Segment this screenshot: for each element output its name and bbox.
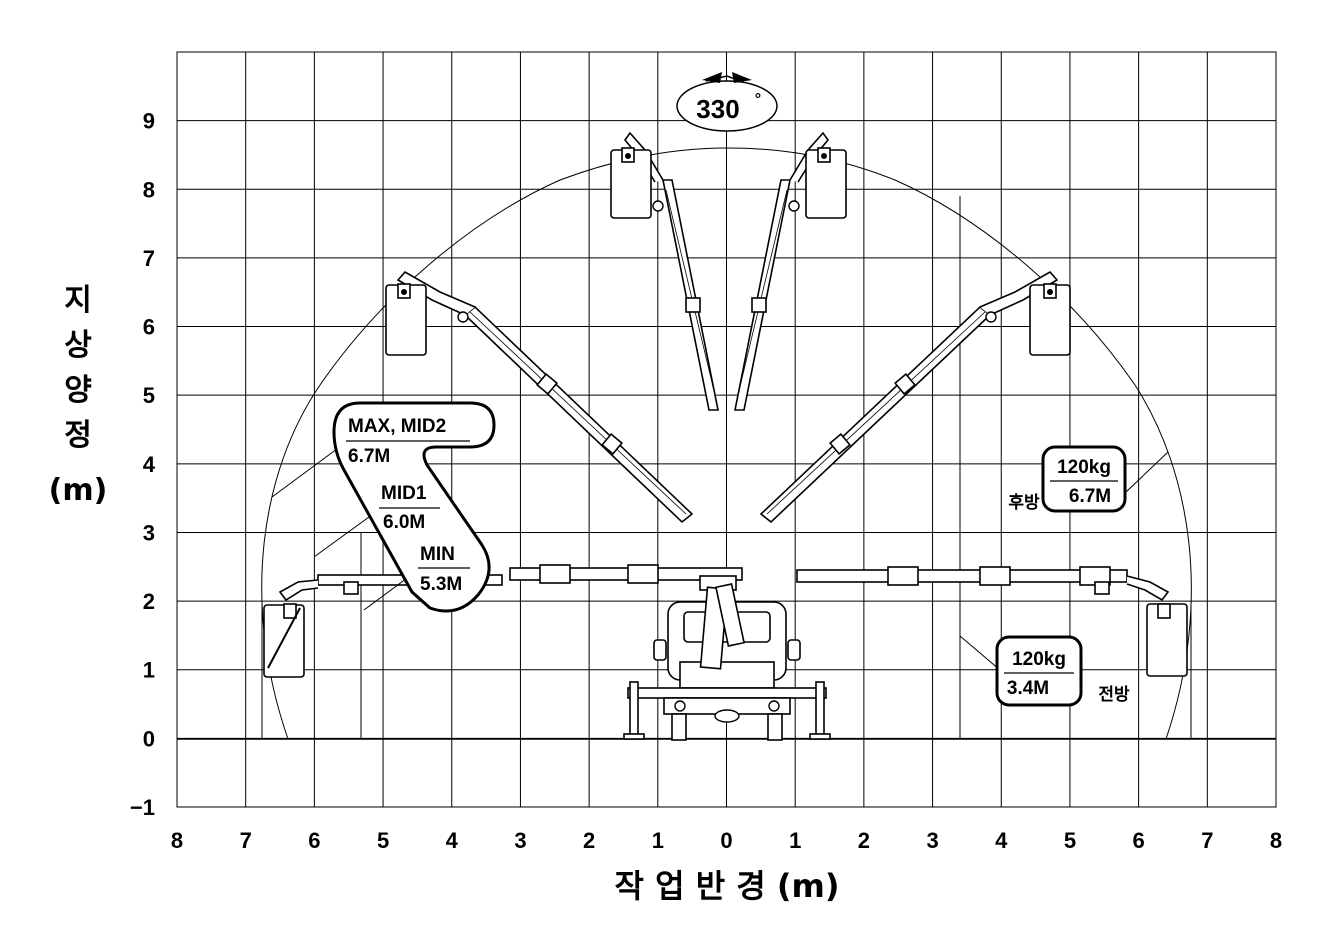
y-tick-label: −1 [130,795,155,820]
rotation-arrow-left-icon [702,72,722,83]
y-title-char-1: 지 [64,283,92,318]
boom-diagonal-left [385,270,694,524]
y-title-char-3: 양 [64,373,92,408]
boom-positions [263,131,1188,678]
x-tick-label: 3 [514,828,526,853]
x-tick-label: 1 [789,828,801,853]
x-tick-label: 8 [1270,828,1282,853]
truck-wheel-right [767,713,783,741]
x-tick-label: 7 [1201,828,1213,853]
outrigger-leg-left [629,681,639,737]
x-tick-label: 2 [858,828,870,853]
x-tick-label: 4 [995,828,1008,853]
x-axis-title: 작 업 반 경 (m) [615,867,840,905]
y-tick-labels: 9 8 7 6 5 4 3 2 1 0 −1 [130,109,156,820]
boom-vertical-left [610,131,719,411]
y-tick-label: 0 [143,726,155,751]
vertical-gridlines [245,52,1208,807]
x-tick-label: 5 [1064,828,1076,853]
y-tick-label: 7 [143,246,155,271]
boom-diagonal-right [759,270,1071,524]
rear-radius: 6.7M [1069,486,1111,507]
boom-horizontal-right [796,566,1188,677]
max-label: MAX, MID2 [348,416,446,437]
radius-callout: MAX, MID2 6.7M MID1 6.0M MIN 5.3M [332,401,496,613]
x-tick-label: 6 [308,828,320,853]
leader-max [271,442,346,498]
y-tick-label: 4 [143,452,156,477]
truck-equipment [679,661,775,689]
x-tick-label: 1 [652,828,664,853]
truck-mirror-right [787,639,801,661]
y-tick-label: 1 [143,658,155,683]
x-tick-labels: 8 7 6 5 4 3 2 1 0 1 2 3 4 5 6 7 8 [171,828,1282,853]
mid1-label: MID1 [381,483,427,504]
x-tick-label: 8 [171,828,183,853]
x-tick-label: 5 [377,828,389,853]
y-tick-label: 5 [143,383,155,408]
working-envelope [261,147,1192,740]
x-tick-label: 3 [926,828,938,853]
rotation-degree-symbol: ° [755,91,761,108]
x-tick-label: 0 [720,828,732,853]
y-title-char-2: 상 [64,328,92,363]
rotation-arrow-right-icon [732,72,752,83]
x-tick-label: 2 [583,828,595,853]
y-axis-title: 지 상 양 정 (m) [49,283,108,508]
outrigger-pad-left [623,733,645,740]
y-tick-label: 6 [143,315,155,340]
front-capacity-outline [995,635,1083,707]
boom-vertical-right [734,131,847,411]
min-label: MIN [420,544,455,565]
boom-horizontal-left [509,564,743,591]
outrigger-beam [627,687,827,699]
min-value: 5.3M [420,574,462,595]
rotation-value: 330 [696,94,739,124]
max-value: 6.7M [348,446,390,467]
mid1-value: 6.0M [383,512,425,533]
truck-wheel-left [671,713,687,741]
rotation-ellipse [676,80,778,132]
y-tick-label: 8 [143,177,155,202]
truck [623,583,831,741]
rear-label: 후방 [1008,492,1040,513]
front-capacity-box: 120kg 3.4M 전방 [995,635,1130,707]
y-tick-label: 2 [143,589,155,614]
envelope-outer-arc [261,147,1192,740]
outrigger-pad-right [809,733,831,740]
x-tick-label: 6 [1133,828,1145,853]
y-title-unit: (m) [49,473,108,508]
y-title-char-4: 정 [64,418,92,453]
y-tick-label: 3 [143,520,155,545]
leader-rear-capacity [1124,451,1169,494]
outrigger-leg-right [815,681,825,737]
front-radius: 3.4M [1007,678,1049,699]
x-tick-label: 4 [446,828,459,853]
truck-mirror-left [653,639,667,661]
grid [176,51,1277,808]
rotation-indicator: 330 ° [676,72,778,132]
radius-callout-outline [332,401,496,613]
rear-capacity-box: 120kg 6.7M 후방 [1008,445,1127,513]
x-tick-label: 7 [240,828,252,853]
leader-front-capacity [959,635,1001,671]
rear-capacity-outline [1041,445,1127,513]
rear-load: 120kg [1057,457,1111,478]
front-label: 전방 [1098,685,1130,705]
y-tick-label: 9 [143,109,155,134]
front-load: 120kg [1012,649,1066,670]
